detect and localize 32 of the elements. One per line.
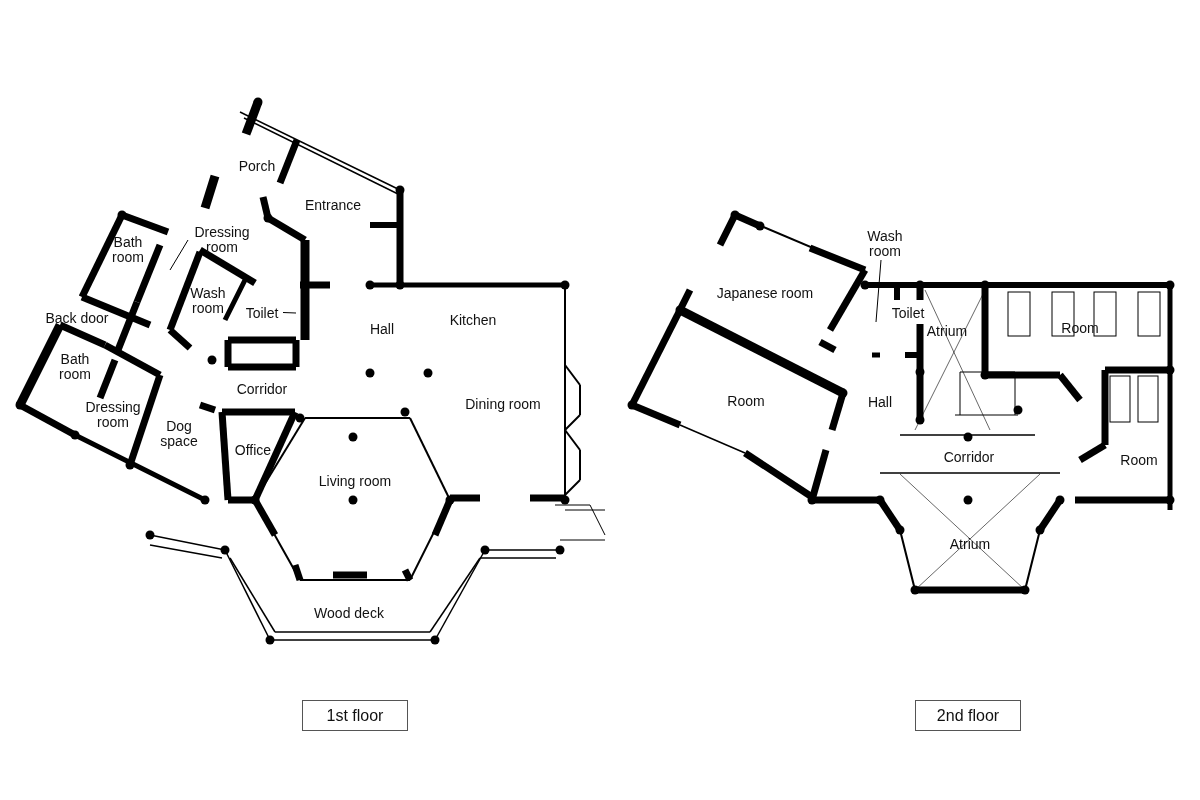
room-label: Porch (237, 158, 277, 174)
room-label: Atrium (925, 323, 969, 339)
room-label: Room (1119, 452, 1159, 468)
room-label: Hall (368, 321, 396, 337)
room-label: Japanese room (715, 285, 815, 301)
room-label: Atrium (948, 536, 992, 552)
room-label: Dining room (464, 396, 542, 412)
room-label: Wood deck (313, 605, 385, 621)
room-label: Room (1060, 320, 1100, 336)
room-label: Bath room (111, 235, 145, 265)
room-label: Wash room (189, 286, 227, 316)
room-label: Dressing room (84, 400, 142, 430)
room-label: Dressing room (187, 225, 257, 255)
room-label: Office (233, 442, 273, 458)
room-label: Wash room (861, 229, 909, 259)
room-label: Bath room (58, 352, 92, 382)
room-label: Toilet (240, 305, 284, 320)
room-label: Back door (44, 310, 110, 326)
room-label: Hall (866, 394, 894, 410)
room-label: Corridor (942, 449, 996, 465)
floor-label: 1st floor (302, 700, 408, 731)
leader-line (169, 239, 189, 271)
room-label: Entrance (304, 197, 362, 213)
room-label: Corridor (235, 381, 289, 397)
floor-label: 2nd floor (915, 700, 1021, 731)
room-label: Room (726, 393, 766, 409)
room-label: Toilet (890, 305, 926, 321)
room-label: Dog space (159, 419, 199, 449)
room-label: Kitchen (448, 312, 498, 328)
room-label: Living room (317, 473, 393, 489)
leader-line (282, 312, 297, 314)
leader-line (875, 259, 882, 323)
